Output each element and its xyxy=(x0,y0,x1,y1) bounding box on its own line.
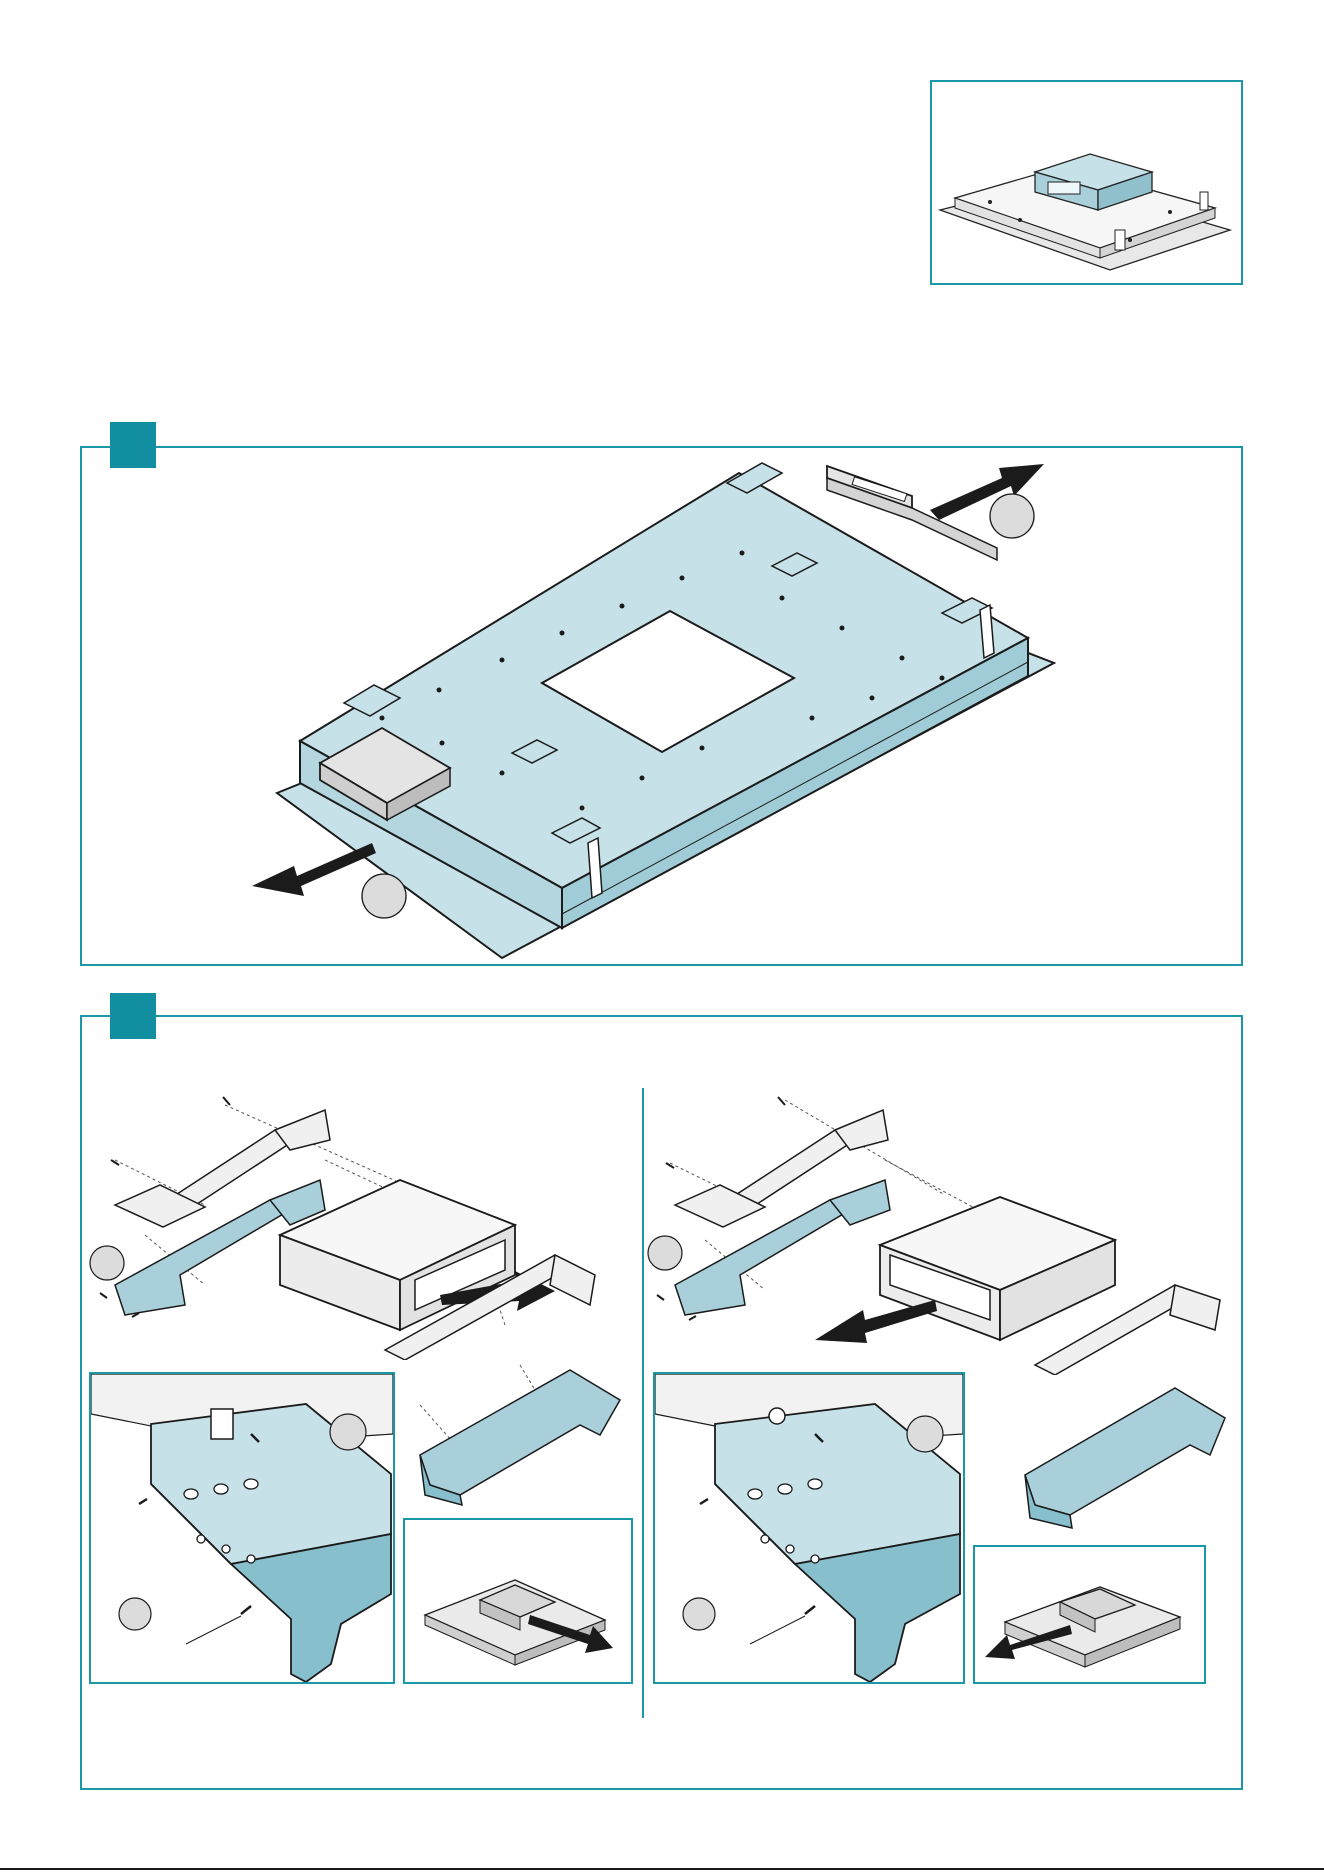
appliance-overview-icon xyxy=(930,80,1243,285)
step2-left-exploded xyxy=(85,1085,640,1360)
step2-left-lower-bracket xyxy=(400,1355,640,1510)
callout-circle-left-c xyxy=(119,1598,151,1630)
step2-left-mini-inset xyxy=(403,1518,633,1684)
step-badge-2 xyxy=(110,993,156,1039)
step2-right-detail-inset xyxy=(653,1372,965,1684)
step1-illustration xyxy=(82,448,1241,964)
vertical-divider xyxy=(642,1088,644,1718)
step2-right-mini-inset xyxy=(973,1545,1206,1684)
arrow-pull-left xyxy=(252,843,376,896)
callout-circle-left-a xyxy=(90,1246,124,1280)
callout-circle-a xyxy=(362,874,406,918)
callout-circle-right-c xyxy=(683,1598,715,1630)
overview-thumbnail xyxy=(930,80,1243,285)
step2-right-lower-bracket xyxy=(1010,1370,1240,1535)
step2-left-detail-inset xyxy=(89,1372,395,1684)
step2-right-exploded xyxy=(645,1085,1240,1375)
callout-circle-right-a xyxy=(648,1236,682,1270)
callout-circle-right-b xyxy=(907,1416,943,1452)
callout-circle-left-b xyxy=(330,1414,366,1450)
footer-rule xyxy=(0,1868,1324,1870)
callout-circle-b xyxy=(990,494,1034,538)
